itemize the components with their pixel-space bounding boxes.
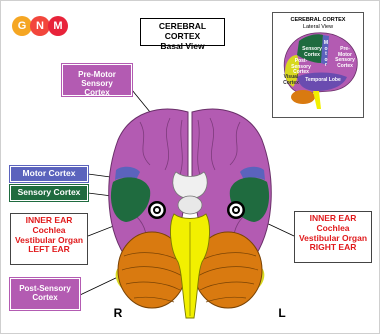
side-marker-left: L bbox=[272, 307, 292, 321]
inset-label-motor: M o t o r bbox=[323, 41, 329, 69]
inner-ear-target-right bbox=[227, 201, 245, 219]
inner-ear-target-left bbox=[148, 201, 166, 219]
title-line-1: CEREBRAL CORTEX bbox=[141, 22, 224, 42]
inset-label-sensory: Sensory Cortex bbox=[301, 47, 323, 58]
diagram-title: CEREBRAL CORTEX Basal View bbox=[140, 18, 225, 46]
inset-label-visual: Visual Cortex bbox=[283, 75, 299, 86]
inset-label-premotor: Pre- Motor Sensory Cortex bbox=[333, 47, 357, 69]
label-motor-cortex: Motor Cortex bbox=[10, 166, 88, 182]
label-premotor-sensory-cortex: Pre-Motor Sensory Cortex bbox=[62, 64, 132, 96]
label-sensory-cortex: Sensory Cortex bbox=[10, 185, 88, 201]
lateral-view-inset: CEREBRAL CORTEX Lateral View Sensory Cor… bbox=[272, 12, 364, 118]
inset-label-temporal: Temporal Lobe bbox=[305, 78, 341, 84]
label-inner-ear-right: INNER EAR Cochlea Vestibular Organ RIGHT… bbox=[294, 211, 372, 263]
side-marker-right: R bbox=[108, 307, 128, 321]
label-inner-ear-left: INNER EAR Cochlea Vestibular Organ LEFT … bbox=[10, 213, 88, 265]
label-post-sensory-cortex: Post-Sensory Cortex bbox=[10, 278, 80, 310]
title-line-2: Basal View bbox=[141, 42, 224, 52]
